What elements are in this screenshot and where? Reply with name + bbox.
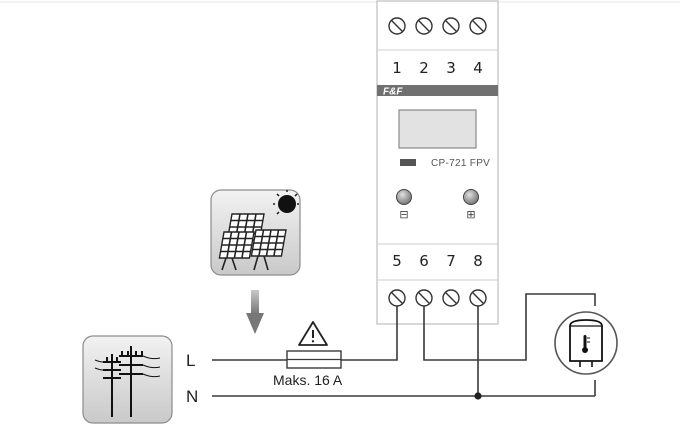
screw-terminal-3 bbox=[442, 17, 460, 35]
plus-button[interactable] bbox=[463, 189, 479, 205]
screw-terminal-4 bbox=[469, 17, 487, 35]
terminal-number-6: 6 bbox=[419, 252, 429, 270]
fuse-rating-label: Maks. 16 A bbox=[273, 372, 343, 388]
timer-relay-device: 1 2 3 4 F&F CP-721 FPV ⊟ ⊞ 5 6 7 8 bbox=[376, 0, 499, 325]
display-window bbox=[398, 109, 477, 149]
down-arrow-icon bbox=[246, 290, 264, 334]
terminal-number-1: 1 bbox=[392, 59, 402, 77]
status-led bbox=[400, 159, 416, 166]
solar-panels-sun-icon bbox=[210, 189, 301, 276]
screw-terminal-2 bbox=[415, 17, 433, 35]
warning-triangle-icon bbox=[298, 321, 328, 346]
brand-logo: F&F bbox=[383, 87, 403, 98]
screw-terminal-7 bbox=[442, 289, 460, 307]
neutral-label: N bbox=[186, 387, 198, 406]
line-label: L bbox=[186, 351, 195, 370]
terminal-number-2: 2 bbox=[419, 59, 429, 77]
minus-button[interactable] bbox=[396, 189, 412, 205]
minus-symbol-icon: ⊟ bbox=[399, 208, 408, 221]
terminal-number-3: 3 bbox=[446, 59, 456, 77]
wire-terminal-6-to-load bbox=[423, 293, 596, 361]
water-heater-thermometer-icon bbox=[554, 311, 618, 375]
screw-terminal-5 bbox=[388, 289, 406, 307]
screw-terminal-1 bbox=[388, 17, 406, 35]
line-wire-to-terminal-5 bbox=[341, 306, 398, 361]
screw-terminal-6 bbox=[415, 289, 433, 307]
power-line-pylons-icon bbox=[82, 335, 173, 424]
terminal-number-4: 4 bbox=[473, 59, 483, 77]
screw-terminal-8 bbox=[469, 289, 487, 307]
terminal-number-5: 5 bbox=[392, 252, 402, 270]
junction-dot bbox=[474, 392, 482, 400]
terminal-number-8: 8 bbox=[473, 252, 483, 270]
brand-stripe bbox=[377, 85, 498, 96]
terminal-number-7: 7 bbox=[446, 252, 456, 270]
device-housing bbox=[376, 0, 499, 325]
model-label: CP-721 FPV bbox=[431, 158, 490, 169]
plus-symbol-icon: ⊞ bbox=[466, 208, 475, 221]
